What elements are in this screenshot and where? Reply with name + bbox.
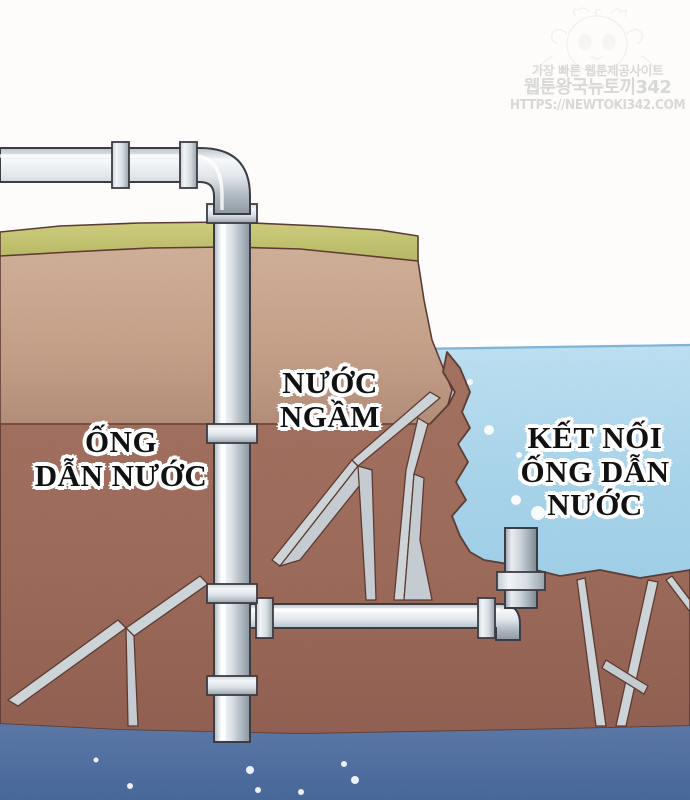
water-bubble: [516, 452, 522, 458]
water-bubble: [255, 787, 261, 793]
soil-crack: [351, 391, 442, 467]
soil-crack: [576, 577, 607, 727]
water-surface-highlight: [411, 338, 690, 346]
pipe-coupling: [255, 597, 274, 639]
soil-crack: [665, 575, 690, 614]
pipe-riser-outlet: [496, 527, 546, 609]
water-bubble: [351, 776, 359, 784]
pipe-coupling: [206, 423, 258, 444]
water-bubble: [467, 379, 473, 385]
pipe-coupling: [111, 141, 130, 189]
water-surface-line: [411, 343, 690, 351]
pipe-coupling: [206, 675, 258, 696]
pipe-coupling-group-top: [111, 141, 198, 189]
water-bubble: [93, 757, 99, 763]
pipe-coupling: [477, 597, 496, 639]
pipe-coupling: [496, 571, 546, 591]
pipe-horizontal-bottom: [247, 603, 521, 641]
water-bubble: [341, 761, 347, 767]
groundwater-bubble-group: [93, 757, 359, 795]
water-bubble: [246, 766, 254, 774]
soil-crack: [403, 473, 433, 601]
soil-crack: [125, 626, 139, 727]
soil-crack-group: [6, 391, 690, 727]
water-bubble: [518, 475, 524, 481]
pipe-coupling: [206, 583, 258, 604]
bubble-group: [467, 379, 545, 520]
water-bubble: [298, 789, 304, 795]
water-bubble: [531, 506, 545, 520]
soil-crack: [357, 465, 377, 601]
pipe-coupling: [179, 141, 198, 189]
water-bubble: [127, 783, 133, 789]
pipe-coupling-group-bottom: [255, 597, 496, 639]
pipe-vertical-main: [213, 195, 251, 743]
soil-crack: [601, 659, 649, 695]
water-bubble: [511, 495, 521, 505]
water-bubble: [484, 425, 494, 435]
